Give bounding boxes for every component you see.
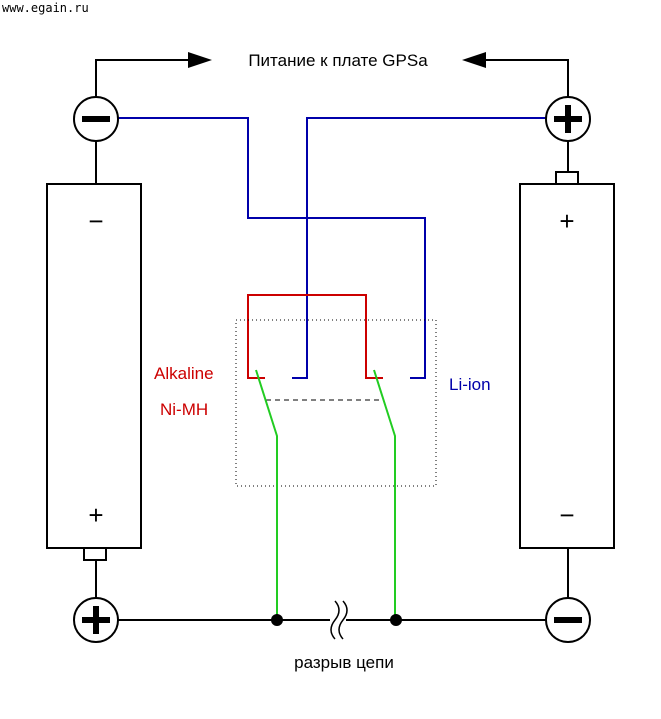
label-break: разрыв цепи [294, 653, 394, 672]
battery-left-top-sign: − [88, 206, 103, 236]
switch-enclosure [235, 319, 437, 487]
junction-dot-right [390, 614, 402, 626]
bottom-wire [118, 600, 546, 640]
break-mark-icon [330, 600, 340, 640]
blue-wires [118, 117, 546, 379]
label-nimh: Ni-MH [160, 400, 208, 419]
green-wires [255, 369, 396, 620]
battery-right: + − [519, 140, 615, 600]
battery-left-nub [83, 547, 107, 561]
battery-right-nub [555, 171, 579, 185]
label-liion: Li-ion [449, 375, 491, 394]
terminal-bottom-right [545, 597, 591, 643]
minus-icon [82, 116, 110, 122]
arrow-left-icon [462, 52, 486, 68]
battery-left-bottom-sign: + [88, 500, 103, 530]
terminal-top-left [73, 96, 119, 142]
battery-right-top-sign: + [559, 206, 574, 236]
label-alkaline: Alkaline [154, 364, 214, 383]
battery-left: − + [46, 140, 142, 600]
battery-right-body [519, 183, 615, 549]
terminal-bottom-left [73, 597, 119, 643]
red-wires [247, 294, 383, 379]
minus-icon [554, 617, 582, 623]
arrow-right-icon [188, 52, 212, 68]
battery-right-bottom-sign: − [559, 500, 574, 530]
output-arrows [95, 52, 569, 100]
terminal-top-right [545, 96, 591, 142]
battery-left-body [46, 183, 142, 549]
title-text: Питание к плате GPSa [248, 51, 428, 70]
junction-dot-left [271, 614, 283, 626]
watermark-text: www.egain.ru [2, 1, 89, 15]
